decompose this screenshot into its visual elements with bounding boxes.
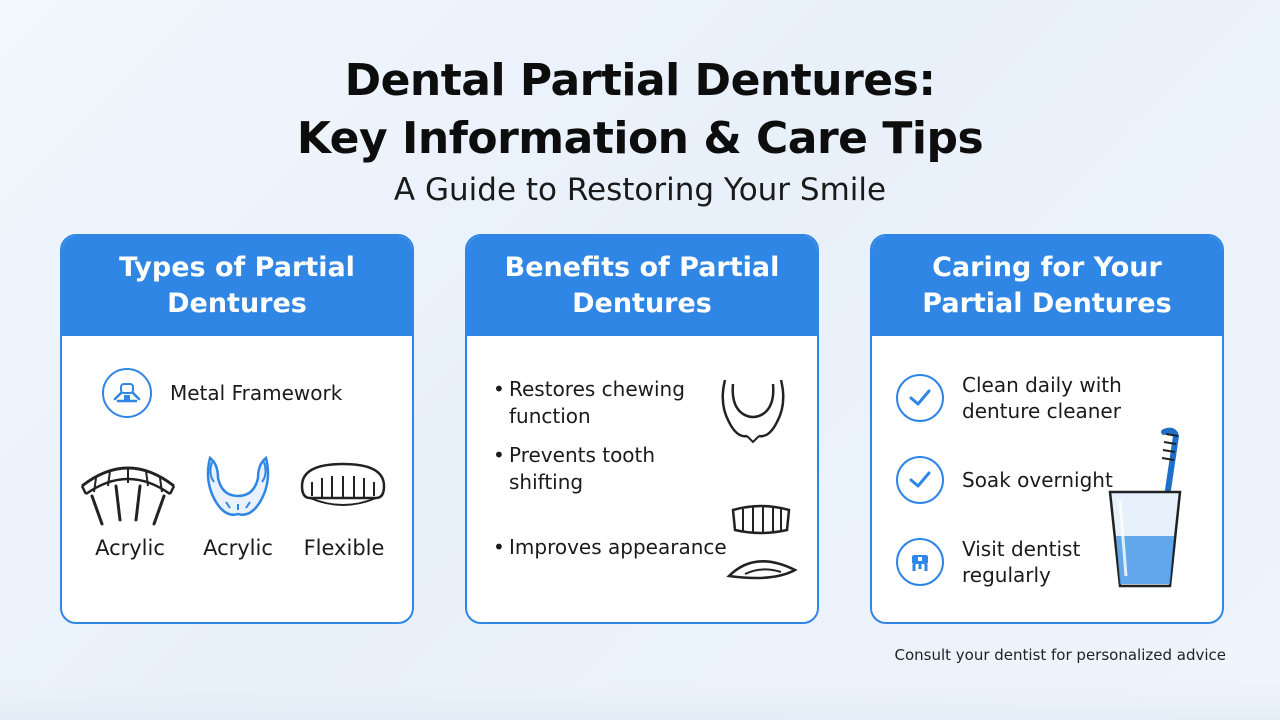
check-icon [896,374,944,422]
type-label-flexible: Flexible [303,536,385,560]
benefit-item-chewing: Restores chewing function [493,376,685,430]
benefit-chewing-line2: function [509,404,591,428]
bottom-band [0,684,1280,720]
page-title: Dental Partial Dentures: Key Information… [0,52,1280,168]
types-card: Types of Partial Dentures Metal Framewor… [60,234,414,624]
benefit-item-appearance: Improves appearance [493,534,727,561]
care-item-soak: Soak overnight [896,456,1113,504]
metal-framework-icon [102,368,152,418]
acrylic-denture-sketch-1-icon [80,466,176,526]
care-card-body: Clean daily with denture cleaner Soak ov… [872,336,1222,622]
benefit-appearance-line1: Improves appearance [509,535,727,559]
toothbrush-cup-icon [1108,427,1182,588]
care-soak-label: Soak overnight [962,468,1113,492]
title-line-1: Dental Partial Dentures: [344,55,936,106]
page-subtitle: A Guide to Restoring Your Smile [393,172,887,208]
benefit-item-shifting: Prevents tooth shifting [493,442,656,496]
type-label-acrylic-1: Acrylic [95,536,165,560]
tooth-icon [896,538,944,586]
acrylic-denture-sketch-2-icon [206,455,270,516]
metal-framework-label: Metal Framework [170,381,343,405]
care-clean-line2: denture cleaner [962,399,1121,423]
smile-sketch-icon [726,560,798,580]
care-visit-line2: regularly [962,563,1051,587]
types-card-heading: Types of Partial Dentures [62,236,412,336]
benefits-card-heading: Benefits of Partial Dentures [467,236,817,336]
metal-framework-item: Metal Framework [102,368,342,418]
title-line-2: Key Information & Care Tips [296,113,984,164]
flexible-denture-sketch-icon [300,462,386,506]
care-card-heading: Caring for Your Partial Dentures [872,236,1222,336]
care-card: Caring for Your Partial Dentures Clean d… [870,234,1224,624]
footer-note: Consult your dentist for personalized ad… [894,646,1226,664]
care-item-visit: Visit dentist regularly [896,536,1080,588]
benefit-shifting-line1: Prevents tooth [509,443,656,467]
benefit-shifting-line2: shifting [509,470,584,494]
benefits-card: Benefits of Partial Dentures Restores ch… [465,234,819,624]
teeth-row-sketch-icon [731,504,791,535]
check-icon [896,456,944,504]
care-visit-label: Visit dentist regularly [962,536,1080,588]
benefits-card-body: Restores chewing function Prevents tooth… [467,336,817,622]
types-card-body: Metal Framework Acrylic Acrylic Flexible [62,336,412,622]
care-visit-line1: Visit dentist [962,537,1081,561]
care-clean-label: Clean daily with denture cleaner [962,372,1122,424]
benefit-chewing-line1: Restores chewing [509,377,685,401]
care-clean-line1: Clean daily with [962,373,1122,397]
type-label-acrylic-2: Acrylic [203,536,273,560]
denture-arch-sketch-icon [721,379,785,444]
care-item-clean: Clean daily with denture cleaner [896,372,1122,424]
